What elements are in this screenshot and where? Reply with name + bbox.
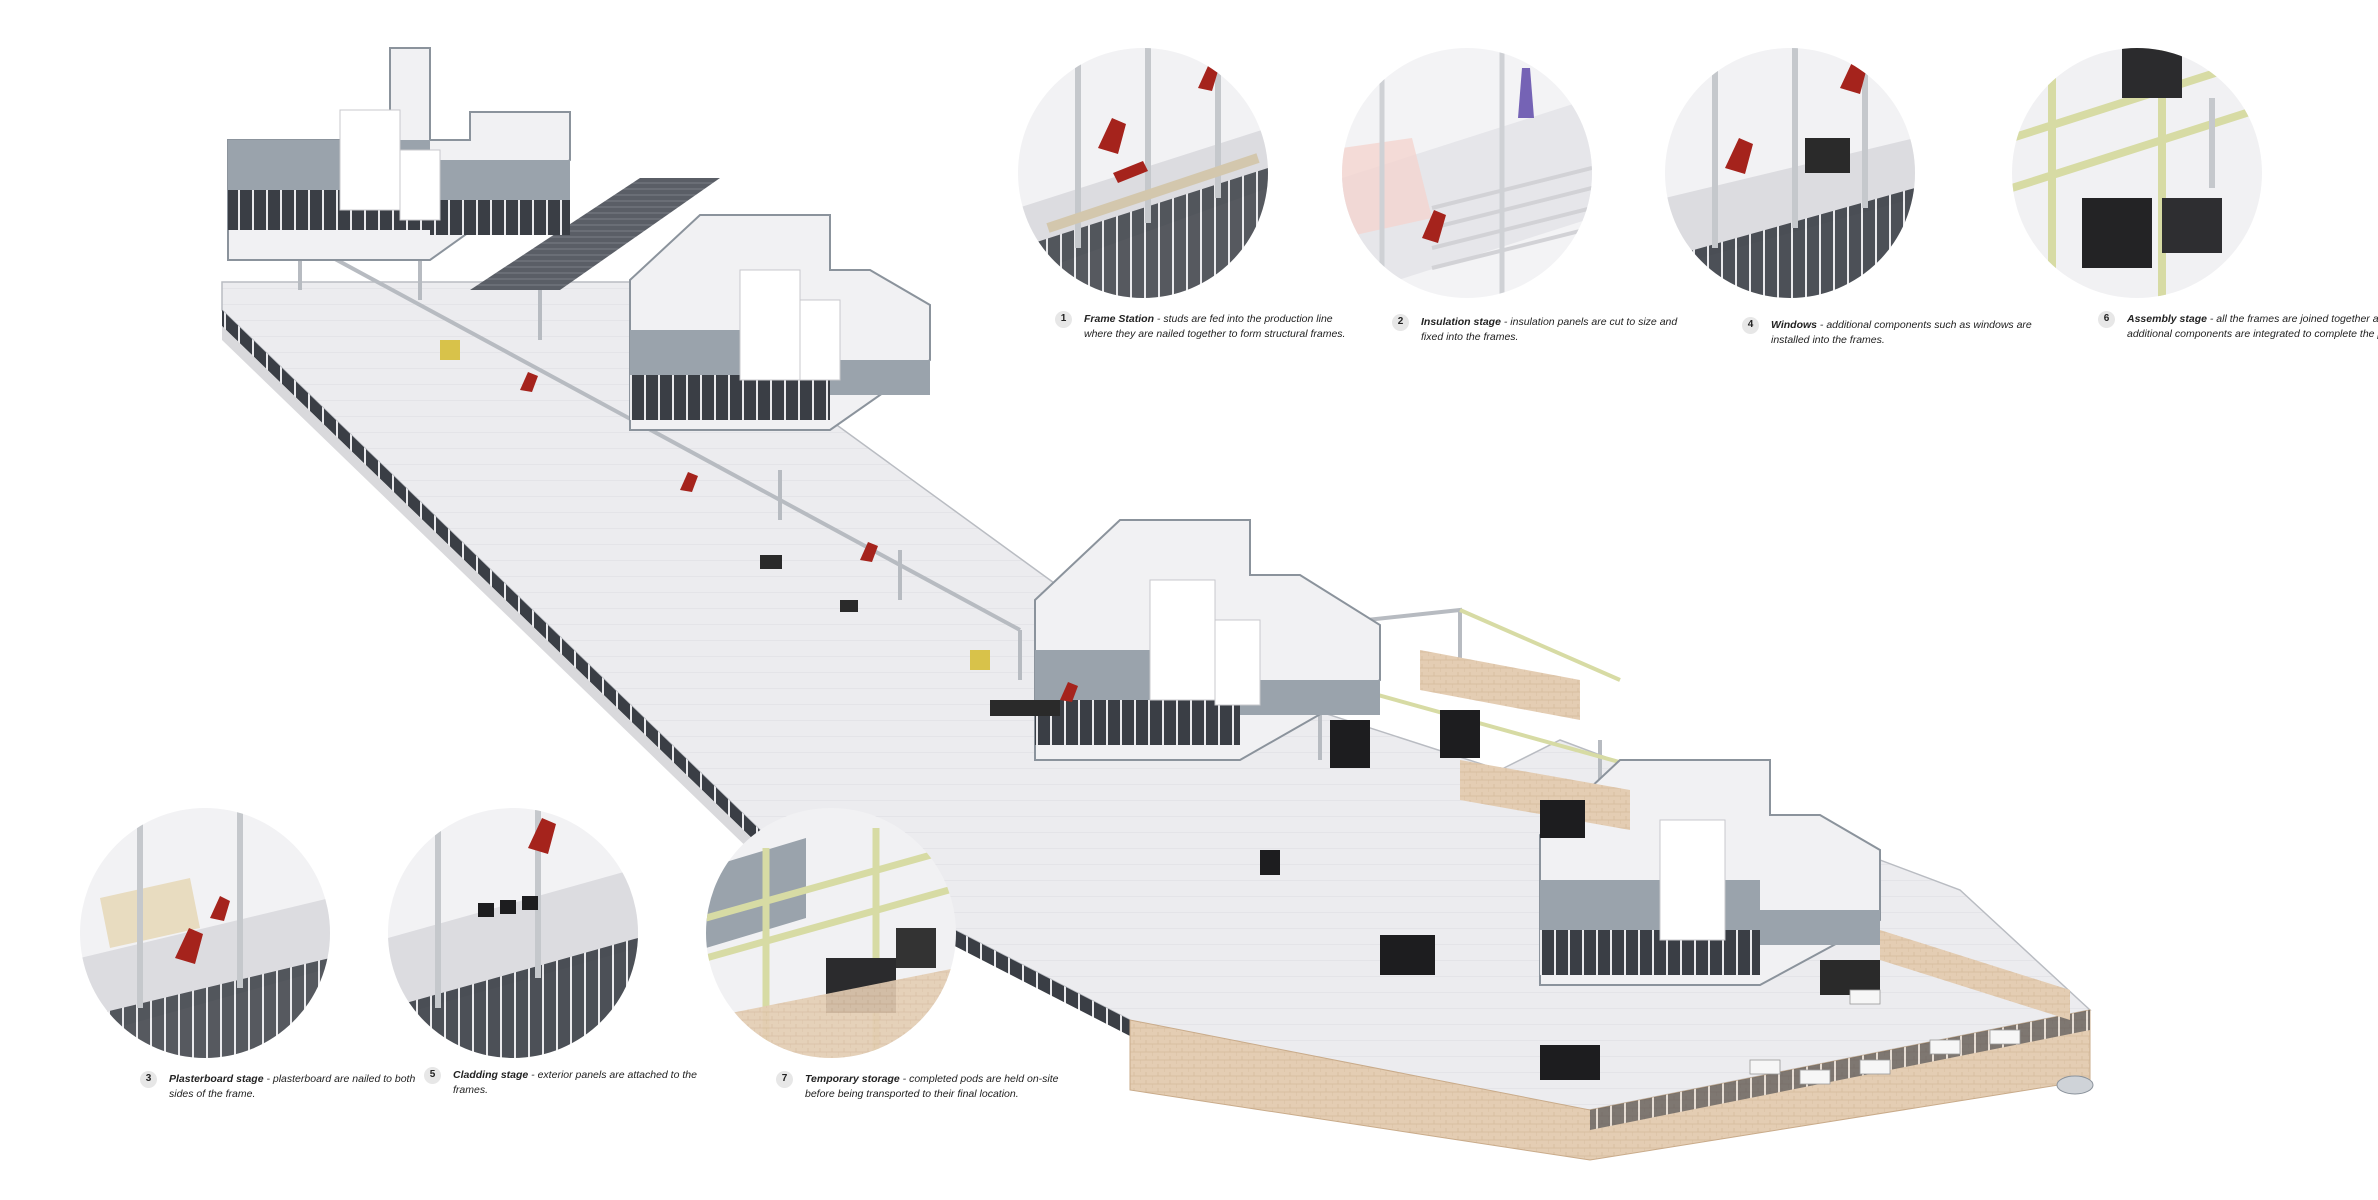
studio-desks [1749,989,2021,1085]
brick-partitions [1420,650,2070,1020]
stage-number: 7 [776,1071,793,1088]
vignette-temporary-storage [706,808,956,1058]
vignette-plasterboard-stage [80,808,330,1058]
robot-arms [520,372,1078,702]
stage-number: 4 [1742,317,1759,334]
caption-frame-station: 1 Frame Station - studs are fed into the… [1055,311,1355,342]
stage-number: 1 [1055,311,1072,328]
office-block-c [1034,519,1381,761]
stage-title: Plasterboard stage [169,1073,264,1085]
stage-title: Cladding stage [453,1069,529,1081]
stage-title: Windows [1771,319,1817,331]
vignette-assembly-stage [2012,48,2262,298]
office-block-b [629,214,931,431]
stage-description: - additional components such as windows … [1771,319,2032,347]
stair-core [2056,1075,2094,1095]
stage-description: - insulation panels are cut to size and … [1421,316,1678,344]
robot-arm-icon [175,928,203,964]
stage-number: 5 [424,1067,441,1084]
office-block-a [227,47,571,261]
stage-title: Assembly stage [2127,313,2207,325]
caption-windows-stage: 4 Windows - additional components such a… [1742,317,2042,348]
vignette-insulation-stage [1342,48,1592,298]
stage-description: - plasterboard are nailed to both sides … [169,1073,416,1101]
robot-arm-icon [1098,118,1148,183]
vignette-windows-stage [1665,48,1915,298]
caption-cladding-stage: 5 Cladding stage - exterior panels are a… [424,1067,724,1098]
stage-description: - all the frames are joined together and… [2127,313,2378,341]
vignette-cladding-stage [388,808,638,1058]
stage-number: 3 [140,1071,157,1088]
stage-description: - exterior panels are attached to the fr… [453,1069,697,1097]
machinery [440,340,1880,1080]
robot-arm-icon [1725,138,1753,174]
caption-assembly-stage: 6 Assembly stage - all the frames are jo… [2098,311,2378,342]
stage-description: - completed pods are held on-site before… [805,1073,1059,1101]
caption-insulation-stage: 2 Insulation stage - insulation panels a… [1392,314,1692,345]
stage-title: Temporary storage [805,1073,900,1085]
stage-number: 6 [2098,311,2115,328]
robot-arm-icon [1422,210,1446,243]
stage-title: Frame Station [1084,313,1155,325]
vignette-frame-station [1018,48,1268,298]
loading-ramp [470,178,720,290]
stage-number: 2 [1392,314,1409,331]
caption-plasterboard-stage: 3 Plasterboard stage - plasterboard are … [140,1071,440,1102]
robot-arm-icon [528,818,556,854]
stage-title: Insulation stage [1421,316,1501,328]
stage-description: - studs are fed into the production line… [1084,313,1346,341]
caption-temporary-storage: 7 Temporary storage - completed pods are… [776,1071,1076,1102]
